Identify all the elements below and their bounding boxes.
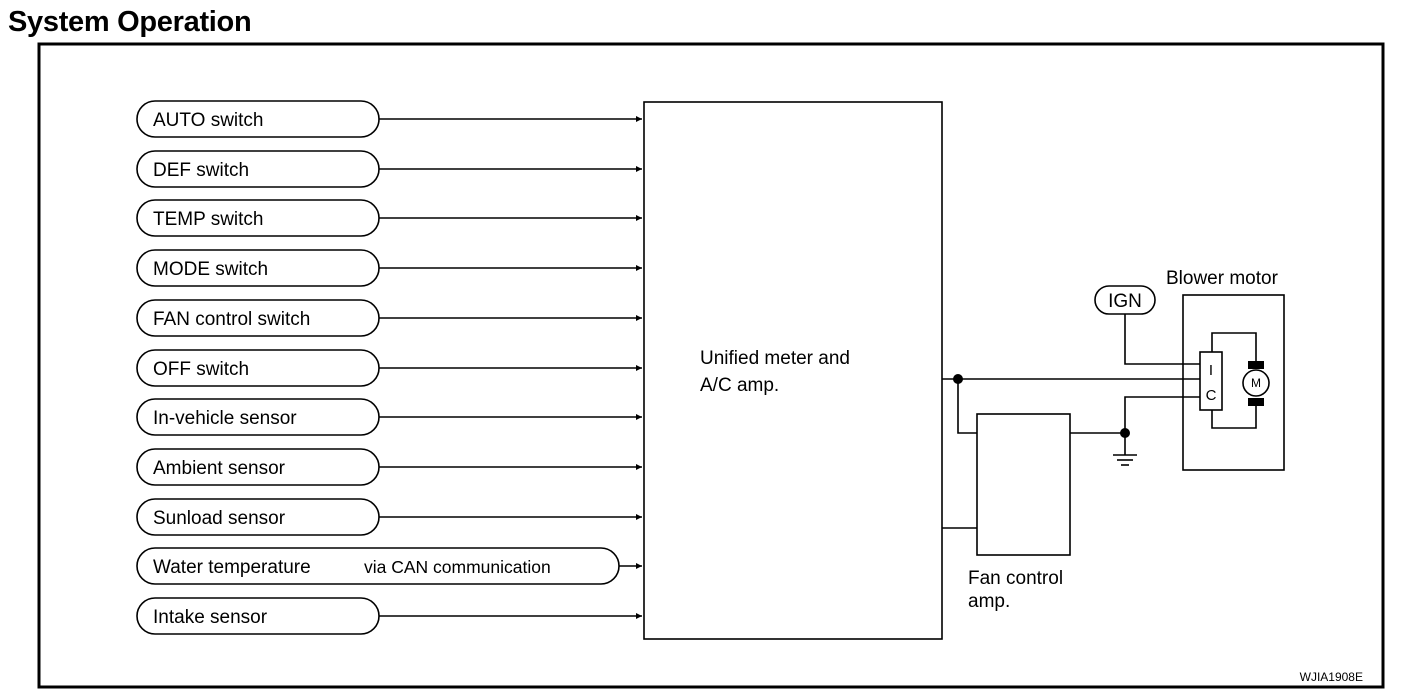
unified-meter-ac-amp-box [643, 101, 943, 640]
water-temperature-label: Water temperature [153, 557, 311, 578]
input-row-sunload-sensor: Sunload sensor [136, 498, 642, 536]
blower-motor-wiring [1183, 332, 1257, 429]
fan-amp-label-line1: Fan control [968, 568, 1063, 589]
temp-switch-label: TEMP switch [153, 209, 264, 230]
input-row-temp-switch: TEMP switch [136, 199, 642, 237]
input-row-ambient-sensor: Ambient sensor [136, 448, 642, 486]
ign-wire [1124, 314, 1200, 365]
in-vehicle-sensor-label: In-vehicle sensor [153, 408, 297, 429]
junction-dot [953, 374, 963, 384]
input-row-fan-control-switch: FAN control switch [136, 299, 642, 337]
blower-motor-title: Blower motor [1166, 268, 1279, 289]
amp-label-line1: Unified meter and [700, 348, 850, 369]
junction-dot [1120, 428, 1130, 438]
fan-control-switch-label: FAN control switch [153, 309, 310, 330]
motor-icon [1242, 369, 1270, 397]
off-switch-label: OFF switch [153, 359, 249, 380]
input-row-auto-switch: AUTO switch [136, 100, 642, 138]
input-row-intake-sensor: Intake sensor [136, 597, 642, 635]
diagram-frame [37, 42, 1385, 689]
page-title: System Operation [8, 6, 252, 38]
ambient-sensor-label: Ambient sensor [153, 458, 286, 479]
amp-label-line2: A/C amp. [700, 375, 779, 396]
input-row-def-switch: DEF switch [136, 150, 642, 188]
mode-switch-label: MODE switch [153, 259, 268, 280]
fan-control-amp-box [976, 413, 1071, 556]
amp-output-wiring [942, 378, 1200, 529]
sunload-sensor-label: Sunload sensor [153, 508, 286, 529]
motor-brush [1248, 361, 1264, 369]
ic-letter-c: C [1206, 387, 1217, 404]
input-row-in-vehicle-sensor: In-vehicle sensor [136, 398, 642, 436]
ic-letter-i: I [1209, 362, 1213, 379]
motor-brush [1248, 398, 1264, 406]
reference-code: WJIA1908E [1300, 670, 1363, 684]
input-row-mode-switch: MODE switch [136, 249, 642, 287]
motor-letter: M [1251, 376, 1261, 390]
intake-sensor-label: Intake sensor [153, 607, 268, 628]
water-temperature-suffix: via CAN communication [364, 557, 551, 577]
input-row-off-switch: OFF switch [136, 349, 642, 387]
def-switch-label: DEF switch [153, 160, 249, 181]
fan-amp-label-line2: amp. [968, 591, 1010, 612]
auto-switch-label: AUTO switch [153, 110, 264, 131]
ic-module [1199, 351, 1223, 411]
input-row-water-temperature: Water temperature via CAN communication [136, 547, 642, 585]
ign-label: IGN [1108, 291, 1142, 312]
